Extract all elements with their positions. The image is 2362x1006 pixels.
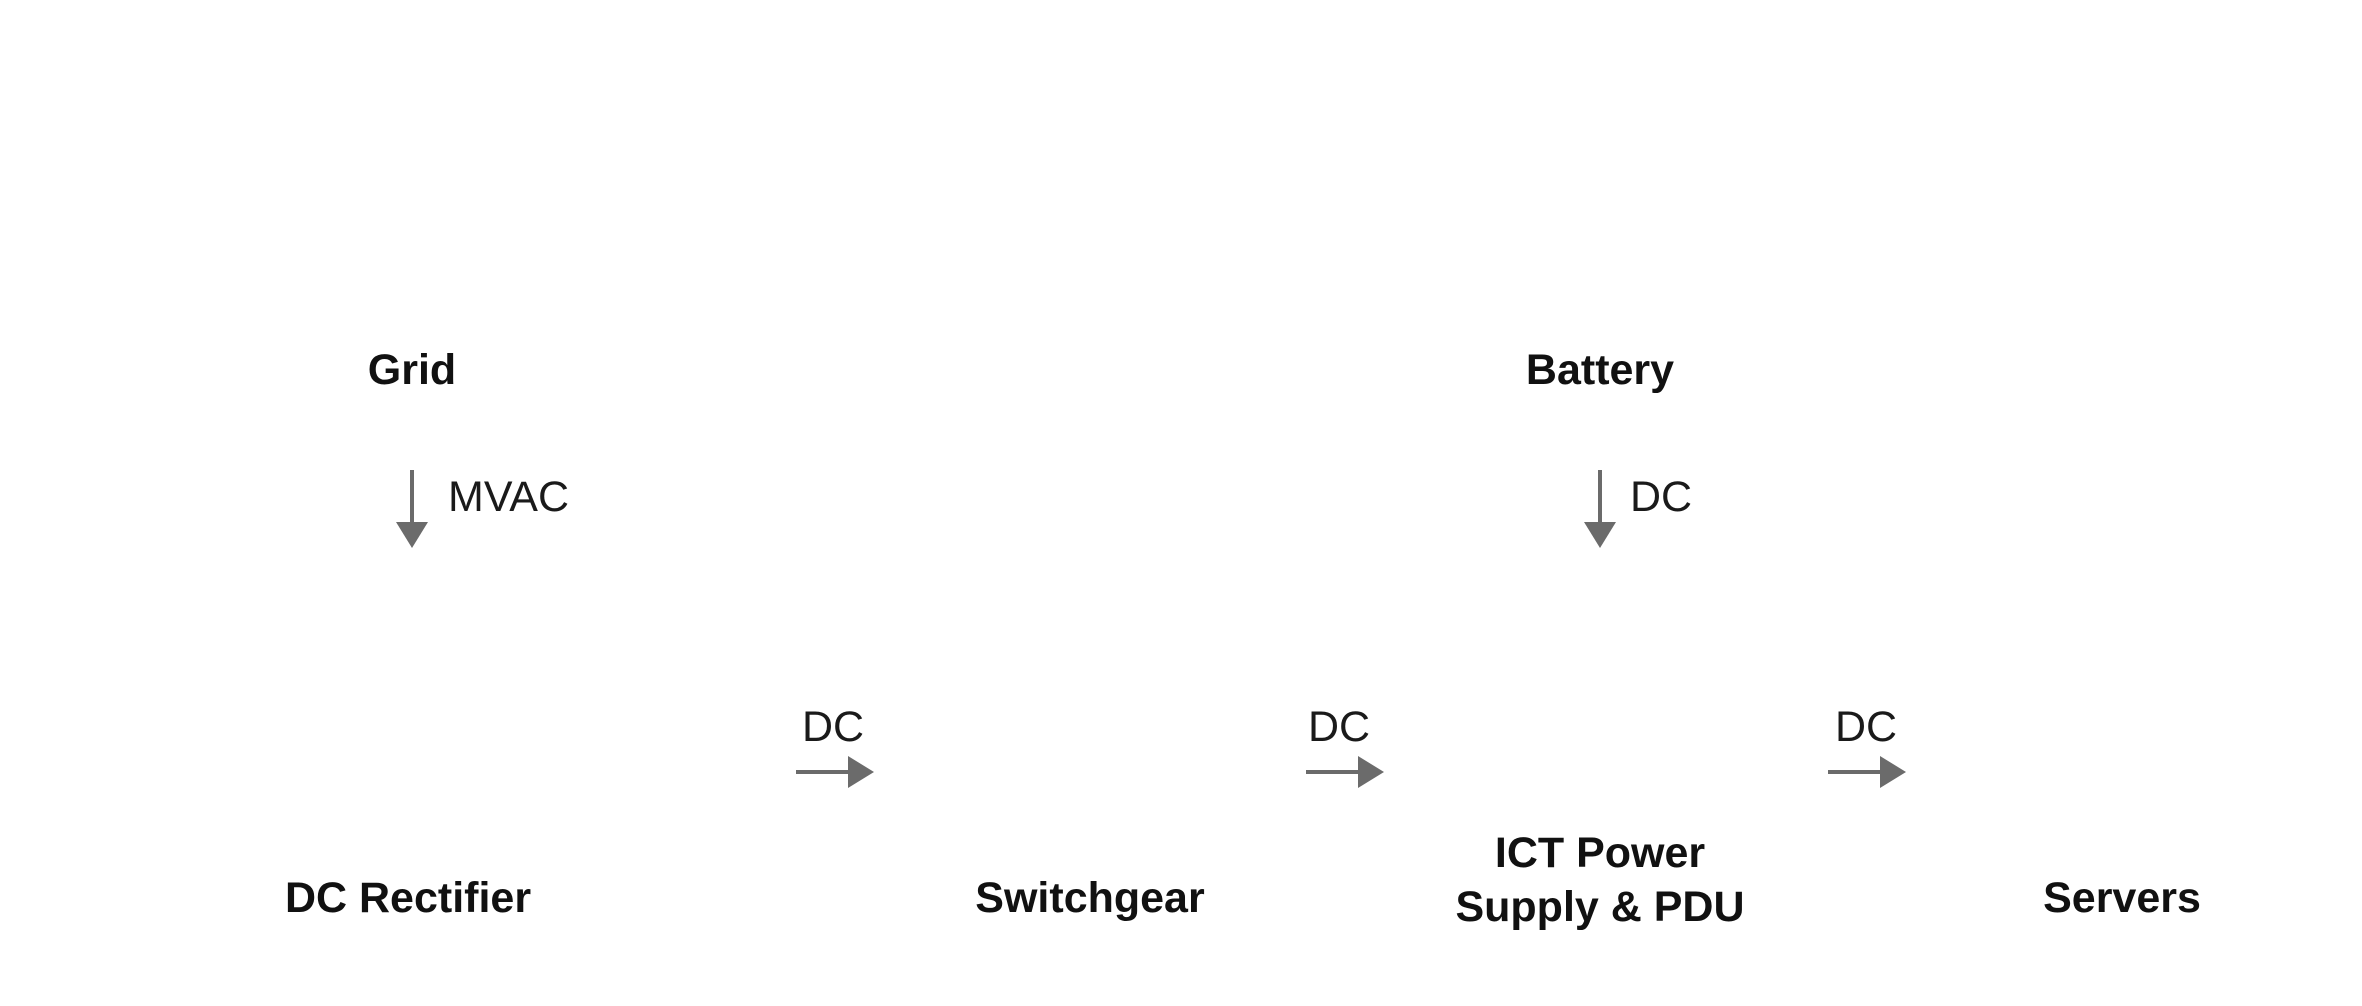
node-ict-power-supply-pdu: ICT Power Supply & PDU <box>1455 826 1744 934</box>
arrow-right-rectifier-switchgear <box>796 754 876 790</box>
edge-label-switchgear-dc: DC <box>1308 703 1371 751</box>
node-ict-power-line2: Supply & PDU <box>1455 883 1745 931</box>
edge-label-mvac: MVAC <box>448 473 570 521</box>
arrow-down-grid <box>392 470 432 550</box>
node-servers: Servers <box>2043 874 2201 922</box>
arrow-right-ict-servers <box>1828 754 1908 790</box>
edge-label-ict-dc: DC <box>1835 703 1898 751</box>
arrow-right-switchgear-ict <box>1306 754 1386 790</box>
edge-label-battery-dc: DC <box>1630 473 1693 521</box>
edge-label-rectifier-dc: DC <box>802 703 865 751</box>
node-dc-rectifier: DC Rectifier <box>284 874 532 922</box>
arrow-down-battery <box>1580 470 1620 550</box>
node-battery: Battery <box>1525 346 1675 394</box>
node-grid: Grid <box>367 346 457 394</box>
node-switchgear: Switchgear <box>975 874 1205 922</box>
node-ict-power-line1: ICT Power <box>1494 829 1706 877</box>
